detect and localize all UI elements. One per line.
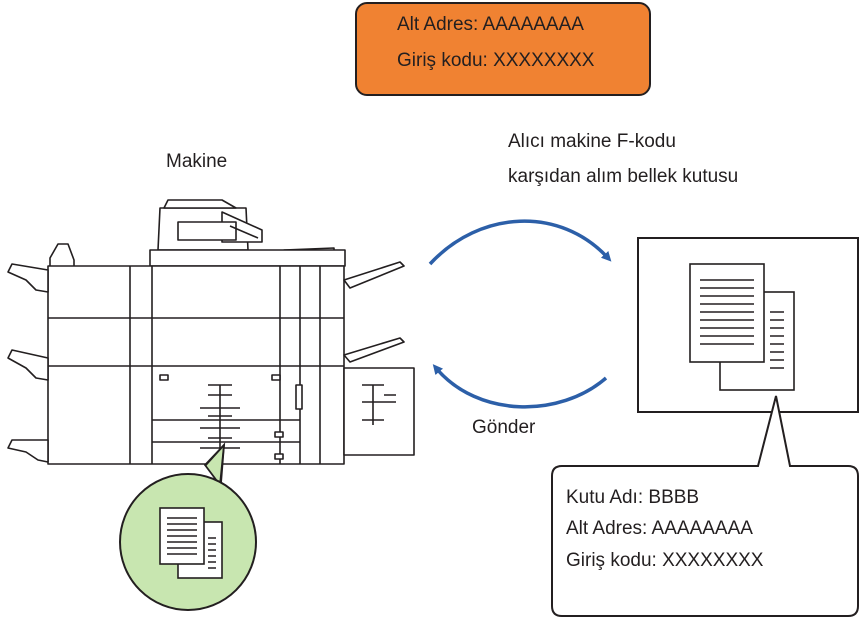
callout-passcode: Giriş kodu: XXXXXXXX (566, 550, 764, 571)
credentials-box: Alt Adres: AAAAAAAA Giriş kodu: XXXXXXXX (355, 2, 651, 96)
document-stack-icon (159, 507, 223, 579)
memory-box (637, 237, 859, 413)
machine-label: Makine (166, 151, 228, 172)
send-label: Gönder (472, 417, 536, 438)
local-document-icon (119, 442, 257, 611)
callout-sub-address: Alt Adres: AAAAAAAA (566, 518, 753, 539)
curved-arrow-icon (432, 364, 608, 409)
credentials-passcode: Giriş kodu: XXXXXXXX (397, 50, 595, 71)
callout-bubble (551, 395, 859, 617)
callout-box-name: Kutu Adı: BBBB (566, 487, 700, 508)
receiver-label-line2: karşıdan alım bellek kutusu (508, 166, 739, 187)
printer-machine-icon (7, 199, 415, 465)
receiver-label-line1: Alıcı makine F-kodu (508, 131, 676, 152)
credentials-sub-address: Alt Adres: AAAAAAAA (397, 14, 584, 35)
curved-arrow-icon (428, 219, 612, 266)
document-stack-icon (689, 263, 795, 391)
